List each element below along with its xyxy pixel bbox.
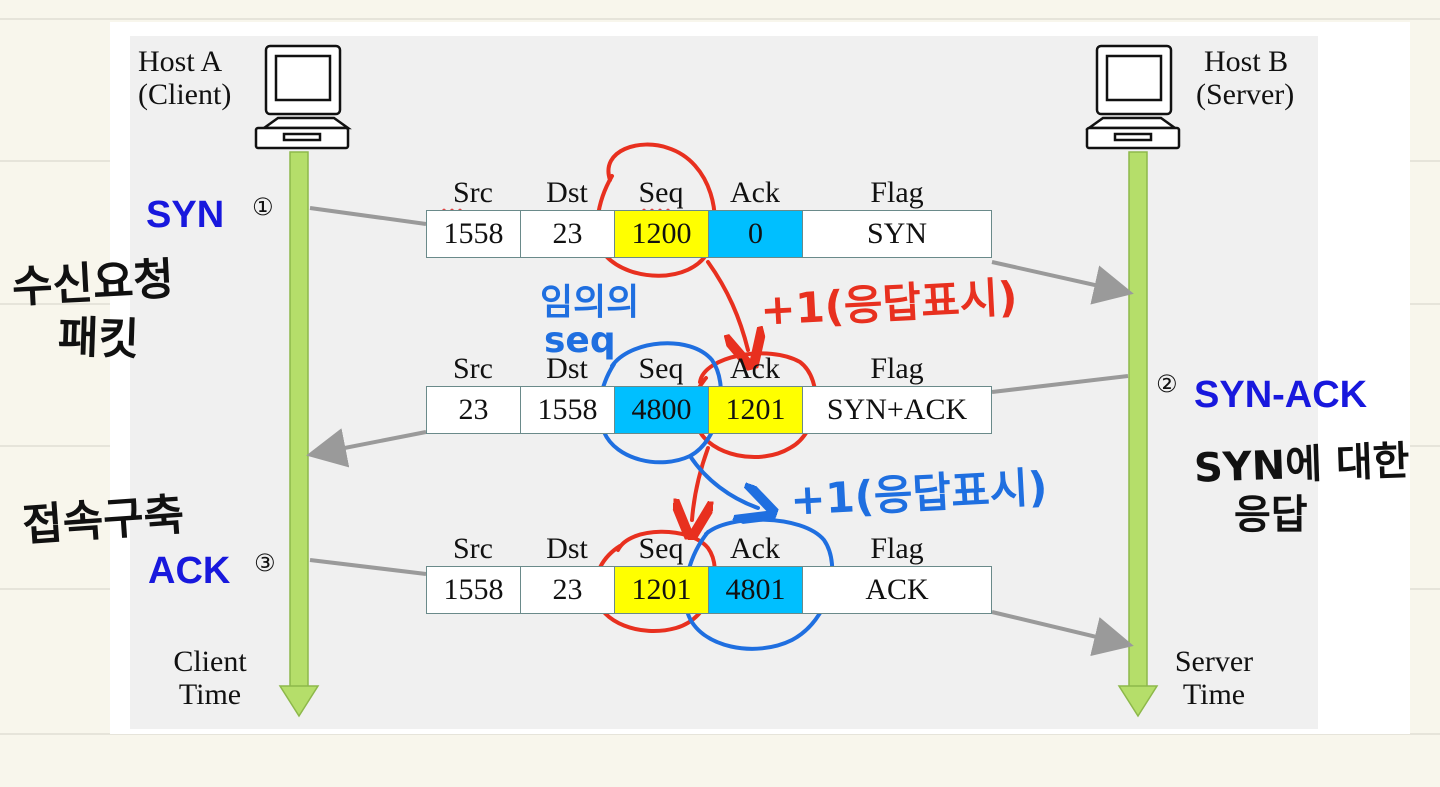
column-header-ack: Ack [730,352,780,385]
annotation-connection-setup: 접속구축 [20,489,186,552]
syn-arrow-in [309,206,427,226]
column-header-ack: Ack [730,532,780,565]
column-header-seq: Seq [638,352,684,385]
host-b-line1: Host B [1204,45,1289,78]
red-arrow-ack-down [692,446,708,520]
annotation-response: 응답 [1234,492,1308,538]
server-timeline [1117,151,1159,718]
blue-arrow-seq-to-ack [688,454,758,508]
host-a-label: Host A (Client) [138,45,231,111]
server-time-label: Server Time [1164,645,1264,711]
ruled-line [0,18,1440,20]
seq-cell: 4800 [615,387,709,433]
client-time-line2: Time [178,678,242,711]
annotation-packet: 패킷 [57,311,140,366]
host-a-line1: Host A [138,45,223,78]
dst-cell: 23 [521,211,615,257]
flag-cell: ACK [865,573,929,606]
column-header-seq: Seq [638,176,684,209]
client-timeline [278,151,320,718]
ack-cell: 1201 [709,387,803,433]
server-time-line1: Server [1174,645,1254,678]
annotation-random-line1: 임의의 [540,282,640,323]
synack-step-label: SYN-ACK [1194,374,1368,416]
annotation-random-line2: seq [544,319,616,361]
packet-row: 1558 23 1200 0 SYN [426,210,992,258]
red-arrow-seq-to-ack [706,260,748,350]
host-b-label: Host B (Server) [1196,45,1294,111]
client-time-label: Client Time [164,645,256,711]
src-cell: 1558 [427,211,521,257]
synack-arrow-out [306,428,427,468]
ack-step-number: ③ [254,549,276,577]
column-header-ack: Ack [730,176,780,209]
host-a-line2: (Client) [138,78,232,111]
annotation-receive-request: 수신요청 [10,253,176,314]
column-header-dst: Dst [546,532,588,565]
column-header-flag: Flag [870,176,924,209]
packet-row: 1558 23 1201 4801 ACK [426,566,992,614]
computer-a-icon [254,44,352,150]
synack-step-number: ② [1156,370,1178,398]
ack-cell: 4801 [709,567,803,613]
seq-cell: 1201 [615,567,709,613]
ack-step-label: ACK [148,550,231,592]
server-time-line2: Time [1182,678,1246,711]
annotation-left-top: 수신요청 패킷 [11,254,175,366]
ruled-line [0,733,1440,735]
flag-cell: SYN [866,217,927,250]
syn-step-number: ① [252,193,274,221]
column-header-dst: Dst [546,176,588,209]
packet-row: 23 1558 4800 1201 SYN+ACK [426,386,992,434]
host-b-line2: (Server) [1196,78,1295,111]
src-cell: 1558 [427,567,521,613]
syn-step-label: SYN [146,194,225,236]
column-header-dst: Dst [546,352,588,385]
client-time-line1: Client [173,645,247,678]
annotation-syn-response: SYN에 대한 [1193,438,1411,492]
column-header-src: Src [453,176,493,209]
column-header-seq: Seq [638,532,684,565]
column-header-flag: Flag [870,352,924,385]
column-header-flag: Flag [870,532,924,565]
annotation-random-seq: 임의의 seq [540,284,639,360]
src-cell: 23 [427,387,521,433]
spellcheck-mark [439,208,465,213]
computer-b-icon [1085,44,1181,150]
column-header-src: Src [453,352,493,385]
annotation-right: SYN에 대한 응답 [1193,438,1410,540]
syn-arrow-out [991,260,1134,305]
seq-cell: 1200 [615,211,709,257]
dst-cell: 1558 [521,387,615,433]
ack-arrow-in [309,558,427,576]
column-header-src: Src [453,532,493,565]
dst-cell: 23 [521,567,615,613]
ack-cell: 0 [709,211,803,257]
flag-cell: SYN+ACK [826,393,968,426]
ack-arrow-out [991,610,1134,657]
synack-arrow-in [991,374,1129,394]
